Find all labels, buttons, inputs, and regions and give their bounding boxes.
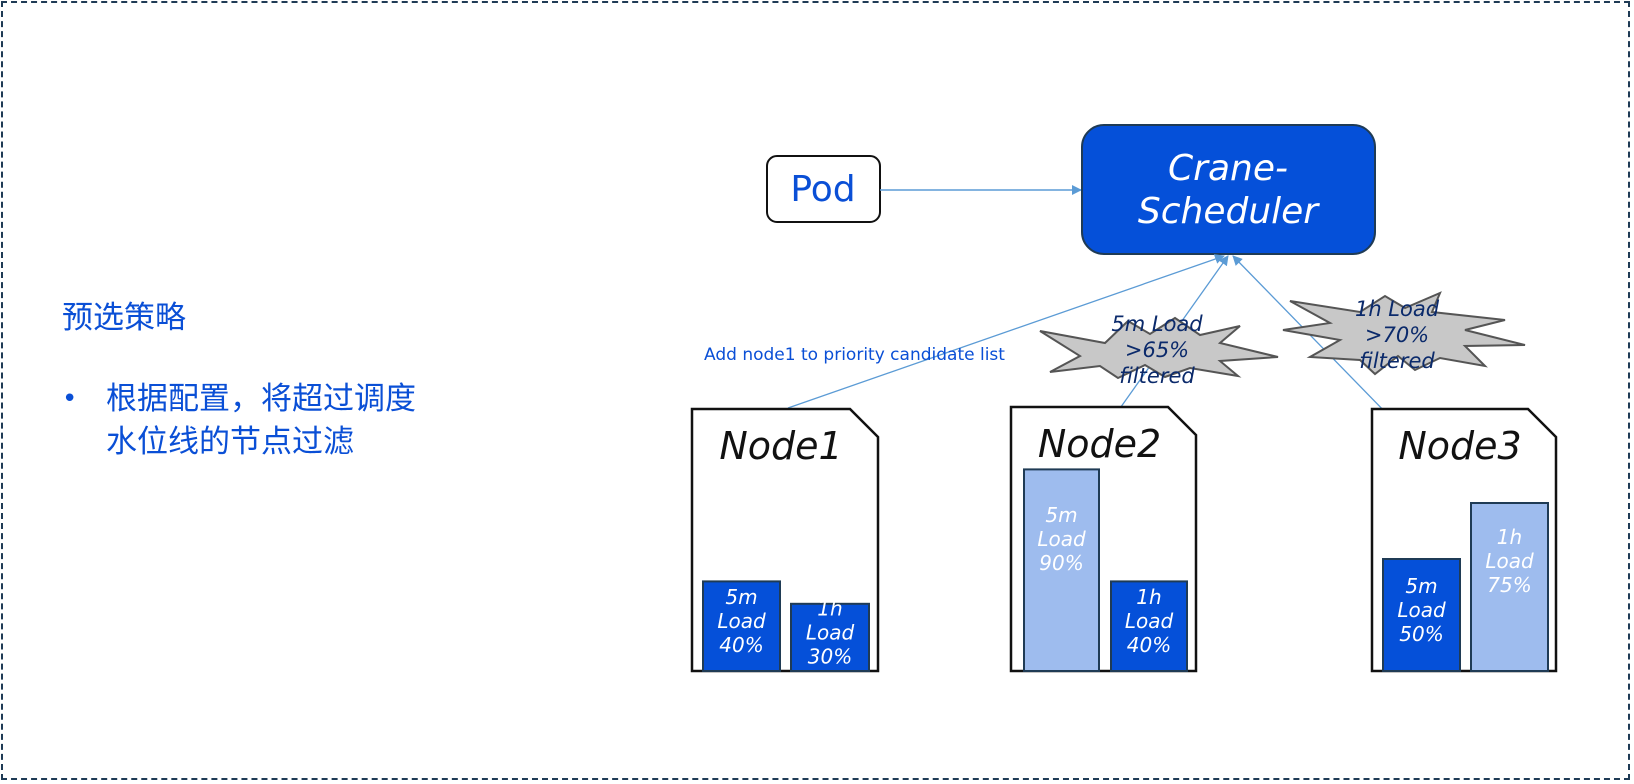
bullet-line-1: 根据配置，将超过调度 xyxy=(106,381,416,417)
burst-line-1: 5m Load xyxy=(1111,312,1203,336)
load-bar-label: 90% xyxy=(1039,551,1083,575)
load-bar-label: 40% xyxy=(719,633,763,657)
load-bar-rect xyxy=(1382,558,1461,672)
candidate-list-note: Add node1 to priority candidate list xyxy=(704,345,1005,365)
crane-scheduler-box: Crane- Scheduler xyxy=(1081,124,1376,255)
scheduler-line-2: Scheduler xyxy=(1138,191,1320,232)
strategy-title: 预选策略 xyxy=(62,300,186,336)
burst-line-3: filtered xyxy=(1119,364,1195,388)
filter-burst-1h: 1h Load >70% filtered xyxy=(1282,291,1526,376)
load-bar-rect xyxy=(702,580,781,673)
node1-to-scheduler-arrow xyxy=(787,254,1225,409)
load-bar-label: 75% xyxy=(1487,573,1531,597)
nodes-layer: Node15mLoad40%1hLoad30%Node25mLoad90%1hL… xyxy=(690,405,1558,673)
burst-line-1: 1h Load xyxy=(1355,297,1440,321)
burst-line-2: >70% xyxy=(1365,323,1429,347)
load-bar-label: 30% xyxy=(808,644,852,668)
load-bar-label: 5m xyxy=(725,585,757,609)
load-bar-label: 1h xyxy=(817,596,842,620)
burst-line-2: >65% xyxy=(1125,338,1189,362)
burst-shape xyxy=(1282,291,1526,376)
load-bar-label: 5m xyxy=(1405,574,1437,598)
load-bar-label: Load xyxy=(1485,549,1534,573)
load-bar-rect xyxy=(790,602,870,672)
load-bar-label: 1h xyxy=(1136,585,1161,609)
bullet-marker: • xyxy=(62,384,78,414)
load-bar-label: Load xyxy=(1037,527,1086,551)
load-bar-label: Load xyxy=(806,620,855,644)
node-name: Node1 xyxy=(719,424,842,468)
burst-shape xyxy=(1039,316,1279,380)
load-bar-rect xyxy=(1023,468,1100,672)
load-bar-label: Load xyxy=(1397,598,1446,622)
node-name: Node3 xyxy=(1398,424,1521,468)
load-bar-label: 40% xyxy=(1127,633,1171,657)
node-name: Node2 xyxy=(1038,422,1161,466)
load-bar-label: Load xyxy=(717,609,766,633)
scheduler-line-1: Crane- xyxy=(1168,148,1288,189)
load-bar-label: Load xyxy=(1125,609,1174,633)
burst-line-3: filtered xyxy=(1359,349,1435,373)
pod-label: Pod xyxy=(790,169,855,210)
filter-burst-5m: 5m Load >65% filtered xyxy=(1039,312,1279,388)
load-bar-label: 5m xyxy=(1045,503,1077,527)
load-bar-label: 50% xyxy=(1399,622,1443,646)
load-bar-label: 1h xyxy=(1497,525,1522,549)
load-bar-rect xyxy=(1470,502,1549,672)
bullet-line-2: 水位线的节点过滤 xyxy=(106,424,354,460)
pod-box: Pod xyxy=(766,155,881,223)
load-bar-rect xyxy=(1110,580,1188,673)
